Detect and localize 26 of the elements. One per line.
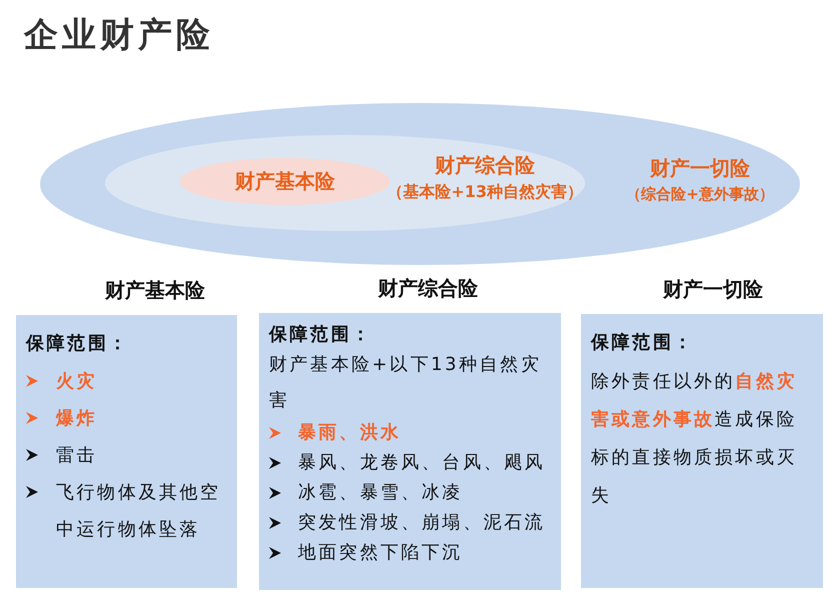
ellipse-label: （基本险+13种自然灾害） (387, 182, 583, 203)
bullet-text: 雷击 (56, 444, 98, 468)
ellipse-label: 财产一切险 (650, 155, 750, 182)
bullet-text: 地面突然下陷下沉 (298, 541, 464, 565)
inner-ellipse (180, 158, 390, 205)
card-title: 财产一切险 (663, 276, 763, 303)
page-title: 企业财产险 (24, 14, 214, 57)
outer-ellipse (40, 103, 800, 265)
bullet-text: 暴风、龙卷风、台风、飓风 (298, 451, 546, 475)
card-title: 财产基本险 (105, 277, 205, 304)
middle-ellipse (105, 135, 585, 231)
bullet-text: 冰雹、暴雪、冰凌 (298, 481, 464, 505)
ellipse-label: 财产综合险 (435, 152, 535, 179)
coverage-heading: 保障范围： (269, 323, 372, 346)
coverage-heading: 保障范围： (591, 331, 694, 354)
bullet-text: 飞行物体及其他空中运行物体坠落 (56, 480, 222, 542)
coverage-text: 财产基本险+以下13种自然灾害 (269, 353, 542, 413)
bullet-text: 火灾 (56, 370, 98, 394)
bullet-text: 突发性滑坡、崩塌、泥石流 (298, 511, 546, 535)
bullet-text: 爆炸 (56, 406, 98, 430)
ellipse-label: （综合险+意外事故） (626, 185, 774, 204)
coverage-text: 除外责任以外的自然灾害或意外事故造成保险标的直接物质损坏或灭失 (591, 370, 798, 508)
bullet-text: 暴雨、洪水 (298, 421, 402, 445)
card-title: 财产综合险 (378, 275, 478, 302)
coverage-heading: 保障范围： (26, 332, 129, 355)
ellipse-label: 财产基本险 (235, 168, 335, 195)
